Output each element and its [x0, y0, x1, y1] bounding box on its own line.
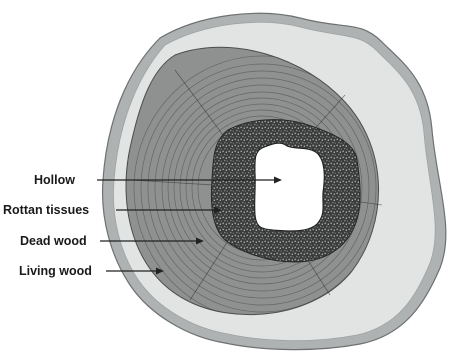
label-hollow: Hollow	[34, 173, 75, 187]
hollow-region	[255, 143, 324, 231]
label-rotten-tissues: Rottan tissues	[3, 203, 89, 217]
label-living-wood: Living wood	[19, 264, 92, 278]
label-dead-wood: Dead wood	[20, 234, 87, 248]
